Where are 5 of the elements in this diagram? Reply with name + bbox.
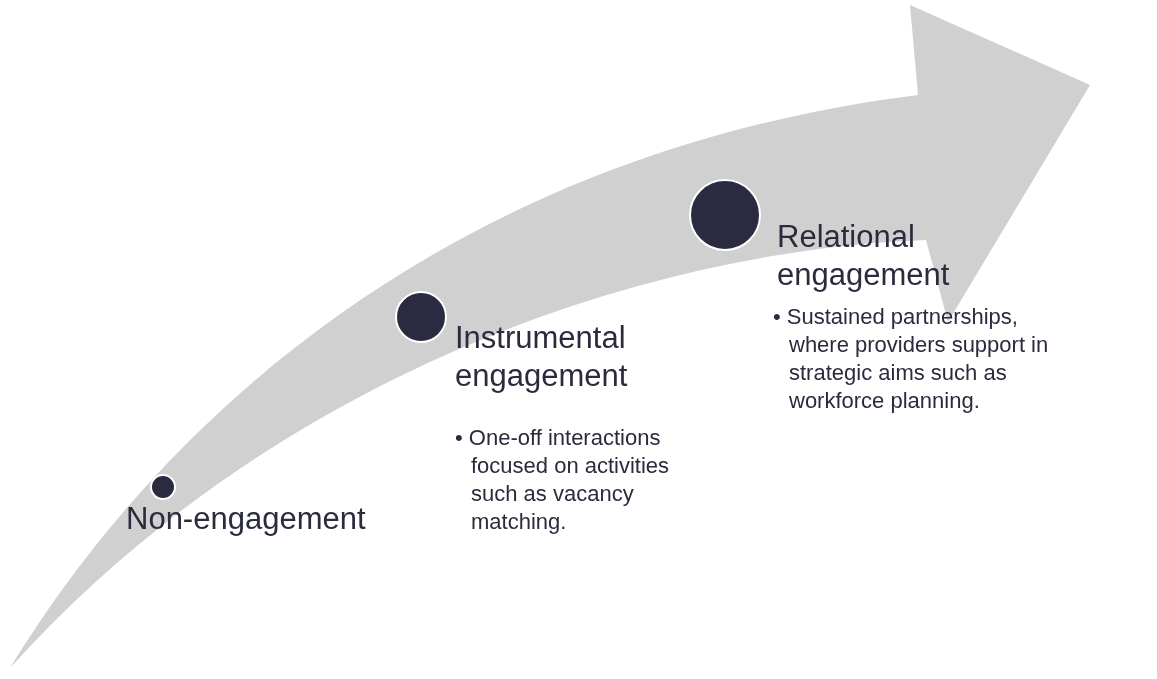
stage-heading: Relational engagement (777, 218, 951, 294)
bullet-text: • One-off interactions focused on activities such as vacancy matching. (455, 424, 671, 536)
bullet-text: • Sustained partnerships, where providers support in strategic aims such as workforce planning. (773, 303, 1050, 415)
stage-heading: Instrumental engagement (455, 319, 629, 395)
stage-heading: Non-engagement (126, 500, 367, 538)
